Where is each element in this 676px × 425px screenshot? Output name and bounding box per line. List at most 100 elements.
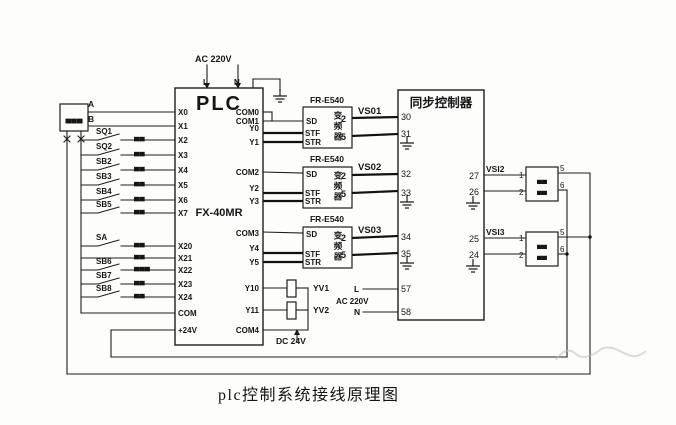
switch-tag: ▄▄▄ bbox=[134, 262, 151, 272]
encoder-label: ▄▄ bbox=[537, 177, 547, 185]
controller-terminal: 24 bbox=[469, 250, 479, 260]
encoder-label: ▄▄ bbox=[537, 242, 547, 250]
inverter-str-pin: STR bbox=[305, 197, 321, 206]
controller-power-label: AC 220V bbox=[336, 297, 369, 306]
arrow-down-icon bbox=[235, 83, 241, 89]
caption: plc控制系统接线原理图 bbox=[218, 386, 400, 404]
switch-name: SA bbox=[96, 233, 107, 242]
controller-terminal: 26 bbox=[469, 187, 479, 197]
signal-label: VS02 bbox=[358, 162, 381, 173]
phase-a-label: A bbox=[88, 99, 94, 109]
inverter-box-3 bbox=[302, 226, 353, 269]
switch-tag: ▄▄ bbox=[134, 132, 145, 142]
signal-label: VS03 bbox=[358, 225, 381, 236]
plc-input-pin: X22 bbox=[178, 266, 193, 275]
arrow-up-icon bbox=[294, 329, 300, 335]
plc-output-pin: Y2 bbox=[249, 184, 259, 193]
switch-tag: ▄▄ bbox=[134, 238, 145, 248]
plc-output-pin: COM2 bbox=[236, 168, 260, 177]
plc-input-pin: X23 bbox=[178, 280, 193, 289]
inverter-box-2 bbox=[302, 166, 353, 209]
inverter-title: FR-E540 bbox=[310, 154, 344, 164]
inverter-pin-2: 2 bbox=[341, 233, 346, 243]
encoder-box-2 bbox=[525, 231, 559, 267]
encoder-box-1 bbox=[525, 166, 559, 202]
arrow-down-icon bbox=[204, 83, 210, 89]
wires bbox=[63, 64, 592, 375]
left-encoder-label: ▄▄▄ bbox=[65, 114, 82, 124]
switch-tag: ▄▄ bbox=[134, 276, 145, 286]
inverter-device-label: 变频器 bbox=[333, 230, 343, 262]
plc-com-pin: COM bbox=[178, 309, 197, 318]
plc-power-label: AC 220V bbox=[195, 54, 232, 64]
encoder-pin: 6 bbox=[560, 245, 565, 254]
plc-input-pin: X7 bbox=[178, 209, 188, 218]
controller-terminal: 35 bbox=[401, 249, 411, 259]
plc-input-pin: X5 bbox=[178, 181, 188, 190]
inverter-device-label: 变频器 bbox=[333, 170, 343, 202]
encoder-pin: 1 bbox=[519, 234, 524, 243]
switch-tag: ▄▄ bbox=[134, 205, 145, 215]
controller-terminal: 30 bbox=[401, 112, 411, 122]
switch-name: SB4 bbox=[96, 187, 112, 196]
switch-name: SB3 bbox=[96, 172, 112, 181]
switch-tag: ▄▄ bbox=[134, 147, 145, 157]
encoder-pin: 5 bbox=[560, 164, 565, 173]
controller-terminal: 34 bbox=[401, 232, 411, 242]
encoder-pin: 6 bbox=[560, 181, 565, 190]
signal-label: VSI2 bbox=[486, 164, 505, 174]
controller-terminal: 58 bbox=[401, 307, 411, 317]
switch-name: SQ2 bbox=[96, 142, 113, 151]
inverter-title: FR-E540 bbox=[310, 214, 344, 224]
sync-controller-box bbox=[397, 89, 485, 321]
plc-box bbox=[174, 87, 264, 346]
plc-l-terminal: L bbox=[203, 78, 208, 87]
plc-title: PLC bbox=[196, 93, 242, 115]
inverter-device-label: 变频器 bbox=[333, 110, 343, 142]
encoder-pin: 2 bbox=[519, 251, 524, 260]
plc-output-pin: COM4 bbox=[236, 326, 260, 335]
inverter-str-pin: STR bbox=[305, 258, 321, 267]
plc-output-pin: Y4 bbox=[249, 244, 259, 253]
switch-name: SB7 bbox=[96, 271, 112, 280]
inverter-sd-pin: SD bbox=[306, 230, 317, 239]
watermark bbox=[555, 346, 647, 361]
plc-input-pin: X6 bbox=[178, 196, 188, 205]
plc-output-pin: COM1 bbox=[236, 117, 260, 126]
encoder-label: ▄▄ bbox=[537, 253, 547, 261]
inverter-pin-2: 2 bbox=[341, 114, 346, 124]
inverter-sd-pin: SD bbox=[306, 170, 317, 179]
plc-output-pin: COM3 bbox=[236, 229, 260, 238]
valve-coil-1 bbox=[286, 279, 297, 298]
left-encoder-box bbox=[59, 103, 89, 132]
switch-tag: ▄▄ bbox=[134, 162, 145, 172]
controller-terminal: 57 bbox=[401, 284, 411, 294]
inverter-title: FR-E540 bbox=[310, 95, 344, 105]
plc-output-pin: Y3 bbox=[249, 197, 259, 206]
inverter-pin-5: 5 bbox=[341, 250, 346, 260]
plc-input-pin: X1 bbox=[178, 122, 188, 131]
controller-terminal: 32 bbox=[401, 169, 411, 179]
phase-b-label: B bbox=[88, 114, 94, 124]
switch-name: SB2 bbox=[96, 157, 112, 166]
plc-output-pin: Y5 bbox=[249, 258, 259, 267]
inverter-stf-pin: STF bbox=[305, 189, 320, 198]
plc-output-pin: Y0 bbox=[249, 124, 259, 133]
controller-terminal: 25 bbox=[469, 234, 479, 244]
valve-coil-2 bbox=[286, 301, 297, 320]
dc-supply-label: DC 24V bbox=[276, 336, 306, 346]
inverter-stf-pin: STF bbox=[305, 250, 320, 259]
valve-label: YV2 bbox=[313, 305, 329, 315]
plc-input-pin: X21 bbox=[178, 254, 193, 263]
switch-tag: ▄▄ bbox=[134, 289, 145, 299]
plc-model: FX-40MR bbox=[195, 207, 242, 219]
ground-icon bbox=[272, 88, 288, 103]
inverter-pin-5: 5 bbox=[341, 132, 346, 142]
switch-name: SB5 bbox=[96, 200, 112, 209]
plc-24v-pin: +24V bbox=[178, 326, 198, 335]
encoder-pin: 5 bbox=[560, 228, 565, 237]
plc-input-pin: X3 bbox=[178, 151, 188, 160]
inverter-stf-pin: STF bbox=[305, 129, 320, 138]
switch-tag: ▄▄ bbox=[134, 192, 145, 202]
